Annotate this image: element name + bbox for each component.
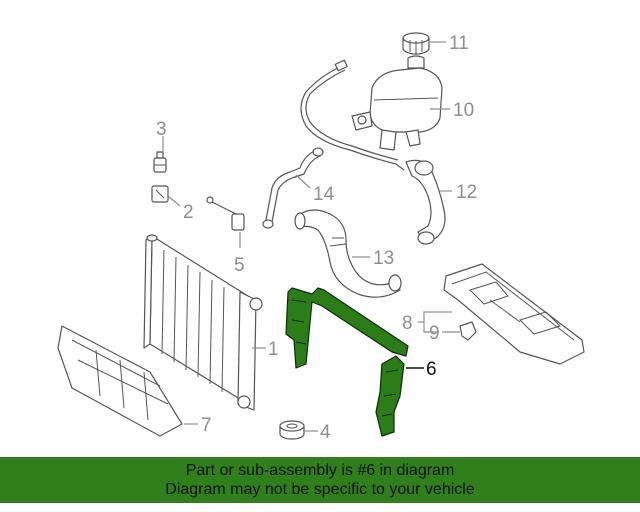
part-3-sensor[interactable]	[153, 151, 167, 173]
callout-5[interactable]: 5	[234, 255, 245, 276]
callout-10[interactable]: 10	[453, 100, 474, 121]
part-8-support-panel[interactable]	[443, 263, 585, 365]
leader-8b	[423, 322, 436, 333]
part-5-temp-sensor[interactable]	[206, 196, 245, 231]
callout-12[interactable]: 12	[456, 182, 477, 203]
callout-2[interactable]: 2	[183, 202, 194, 223]
part-2-clip[interactable]	[151, 185, 169, 203]
callout-11[interactable]: 11	[449, 33, 469, 54]
leader-8a	[418, 311, 452, 323]
callout-4[interactable]: 4	[320, 422, 331, 443]
part-12-radiator-hose[interactable]	[405, 159, 446, 245]
callout-7[interactable]: 7	[201, 415, 212, 436]
callout-13[interactable]: 13	[373, 248, 394, 269]
vent-hose	[300, 65, 405, 171]
callout-9[interactable]: 9	[429, 323, 440, 344]
part-7-air-guide[interactable]	[57, 325, 183, 437]
part-1-radiator[interactable]	[143, 234, 263, 411]
callout-14[interactable]: 14	[313, 184, 335, 205]
callout-8[interactable]: 8	[402, 313, 413, 334]
callout-1[interactable]: 1	[268, 339, 279, 360]
part-14-coolant-hose[interactable]	[262, 147, 324, 229]
leader-2	[167, 195, 181, 207]
part-10-expansion-tank[interactable]	[351, 55, 443, 151]
part-6-air-duct[interactable]	[285, 287, 409, 437]
part-4-grommet[interactable]	[279, 420, 305, 440]
info-banner: Part or sub-assembly is #6 in diagram Di…	[0, 457, 640, 503]
leader-14	[295, 174, 311, 189]
banner-line-2: Diagram may not be specific to your vehi…	[165, 481, 475, 498]
part-9-clip[interactable]	[459, 321, 477, 341]
exploded-parts-diagram: 11 10 12 14	[57, 32, 585, 443]
callout-6[interactable]: 6	[426, 359, 437, 380]
part-11-reservoir-cap[interactable]	[402, 32, 430, 55]
part-13-lower-hose[interactable]	[294, 209, 402, 298]
callout-3[interactable]: 3	[156, 119, 167, 140]
banner-line-1: Part or sub-assembly is #6 in diagram	[185, 462, 455, 479]
